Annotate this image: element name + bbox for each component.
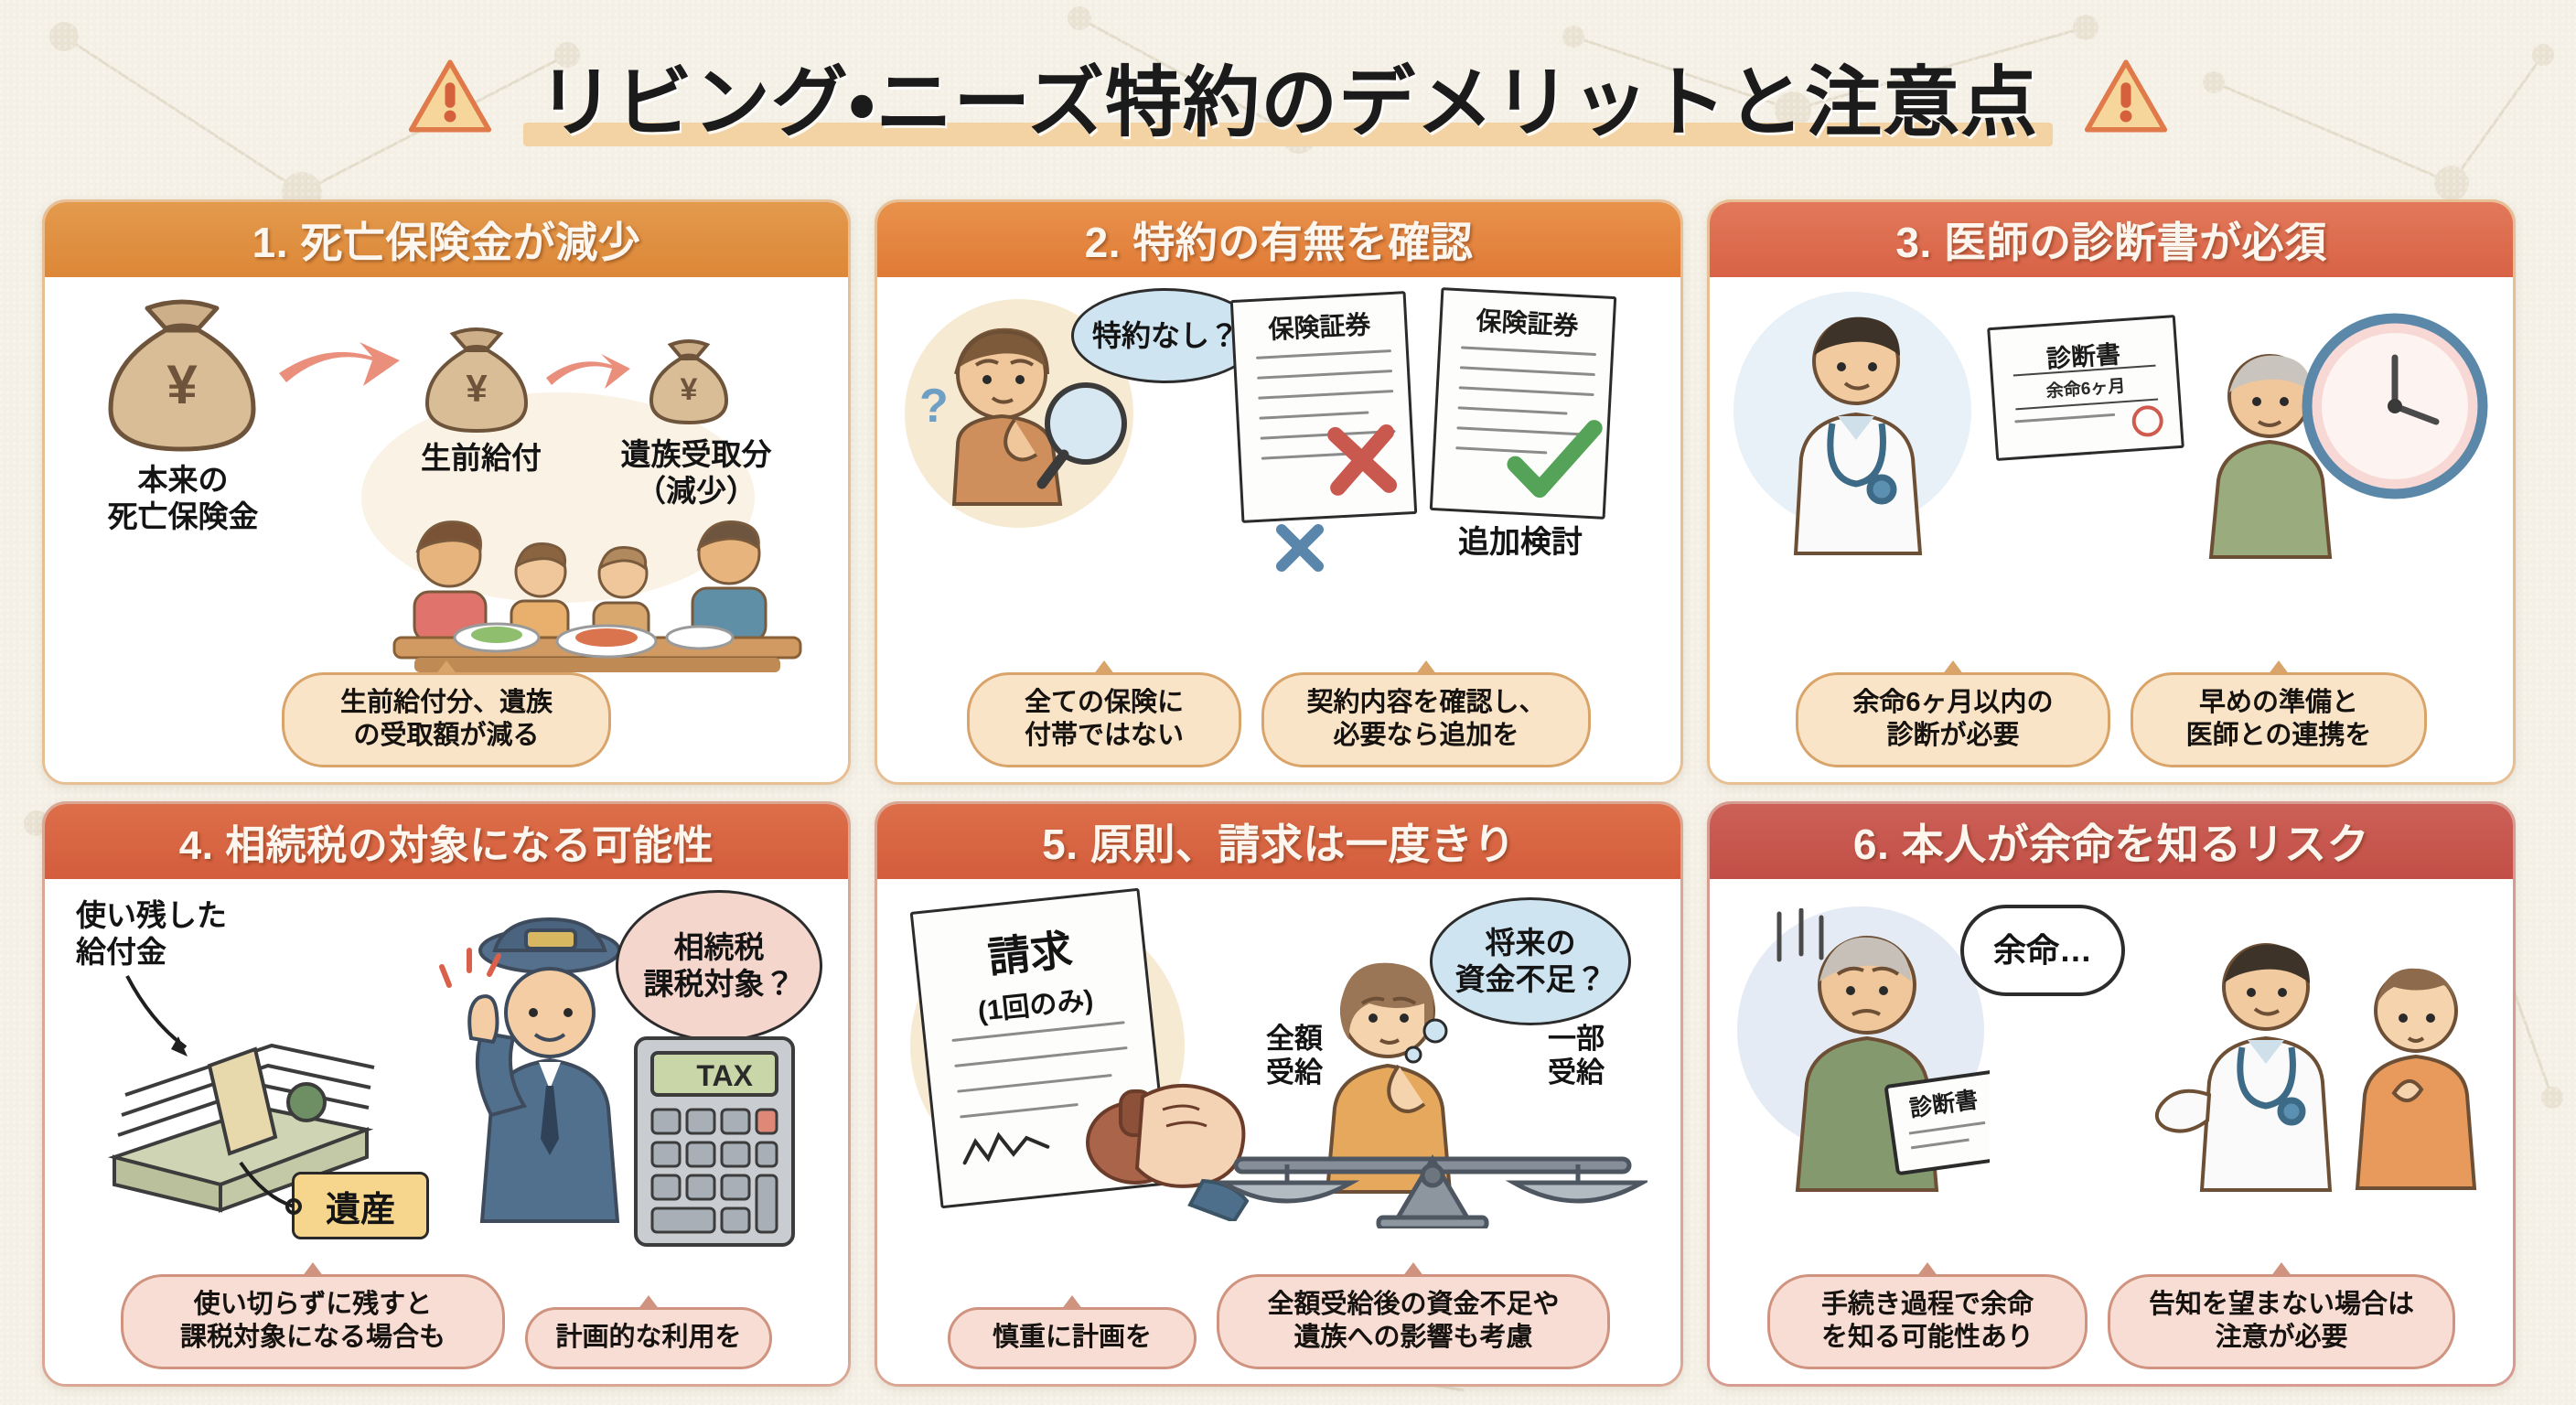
svg-text:¥: ¥	[681, 372, 698, 407]
card-1-label-living-benefit: 生前給付	[421, 441, 542, 475]
cards-grid: 1. 死亡保険金が減少 ¥ ¥	[42, 199, 2534, 1387]
card-5-callouts: 慎重に計画を 全額受給後の資金不足や 遺族への影響も考慮	[877, 1262, 1680, 1371]
official-seal-icon	[2131, 405, 2163, 437]
family-member-illustration	[2355, 968, 2477, 1190]
card-6-header: 6. 本人が余命を知るリスク	[1710, 804, 2513, 879]
card-2-header: 2. 特約の有無を確認	[877, 202, 1680, 277]
family-dining-illustration	[392, 520, 802, 672]
card-4-label-leftover: 使い残した 給付金	[76, 898, 227, 969]
policy-document-2-title: 保険証券	[1475, 306, 1580, 341]
card-4-title: 4. 相続税の対象になる可能性	[178, 823, 714, 868]
card-1-label-original: 本来の 死亡保険金	[107, 463, 259, 533]
warning-triangle-icon	[408, 59, 491, 133]
warning-triangle-icon-right	[2085, 59, 2168, 133]
claim-form-document: 請求 (1回のみ)	[909, 887, 1171, 1209]
card-6-callout-1: 手続き過程で余命 を知る可能性あり	[1767, 1262, 2088, 1369]
card-4-callout-1: 使い切らずに残すと 課税対象になる場合も	[121, 1262, 505, 1369]
tag-string	[239, 1161, 302, 1215]
card-6-callouts: 手続き過程で余命 を知る可能性あり 告知を望まない場合は 注意が必要	[1710, 1262, 2513, 1371]
svg-text:?: ?	[919, 380, 949, 433]
policy-document-2: 保険証券	[1429, 287, 1617, 520]
card-5-thought-bubble: 将来の 資金不足？	[1430, 897, 1631, 1025]
clock-icon	[2302, 313, 2488, 499]
calculator-tax-icon: TAX	[634, 1036, 795, 1247]
card-3-callout-2: 早めの準備と 医師との連携を	[2131, 660, 2427, 767]
card-6-callout-2: 告知を望まない場合は 注意が必要	[2108, 1262, 2455, 1369]
card-2-callout-2: 契約内容を確認し、 必要なら追加を	[1261, 660, 1591, 767]
doctor-explaining-illustration	[2154, 943, 2333, 1192]
card-6-illustration: 診断書 余命…	[1724, 885, 2498, 1274]
card-6-title: 6. 本人が余命を知るリスク	[1852, 820, 2370, 868]
card-2-body: ? 特約なし？ 保険証券 保	[877, 277, 1680, 782]
card-2-check-rider-existence: 2. 特約の有無を確認	[875, 199, 1683, 785]
card-1-title: 1. 死亡保険金が減少	[252, 219, 641, 266]
cross-mark-blue-icon	[1276, 524, 1324, 572]
card-2-callouts: 全ての保険に 付帯ではない 契約内容を確認し、 必要なら追加を	[877, 660, 1680, 769]
signature-scribble-icon	[962, 1132, 1050, 1165]
card-3-title: 3. 医師の診断書が必須	[1895, 219, 2327, 266]
card-6-thought-bubble: 余命…	[1960, 905, 2125, 996]
balance-scale-icon	[1218, 1154, 1648, 1228]
card-1-header: 1. 死亡保険金が減少	[45, 202, 848, 277]
money-bag-small-icon: ¥	[649, 339, 729, 425]
medical-certificate-document: 診断書 余命6ヶ月	[1987, 314, 2184, 462]
card-5-callout-1: 慎重に計画を	[948, 1295, 1197, 1369]
card-1-callouts: 生前給付分、遺族 の受取額が減る	[45, 660, 848, 769]
card-4-callouts: 使い切らずに残すと 課税対象になる場合も 計画的な利用を	[45, 1262, 848, 1371]
policy-document-1: 保険証券	[1229, 291, 1418, 523]
card-5-body: 請求 (1回のみ)	[877, 879, 1680, 1384]
card-6-patient-learns-prognosis-risk: 6. 本人が余命を知るリスク	[1707, 801, 2516, 1387]
card-2-illustration: ? 特約なし？ 保険証券 保	[892, 283, 1666, 672]
card-1-label-survivor-share: 遺族受取分 （減少）	[620, 437, 772, 508]
arrow-right-small-icon	[546, 354, 630, 389]
svg-text:¥: ¥	[466, 367, 488, 410]
card-3-callout-1: 余命6ヶ月以内の 診断が必要	[1796, 660, 2110, 767]
page-title-bar: リビング・ニーズ特約のデメリットと注意点	[0, 27, 2576, 165]
estate-tag-label: 遺産	[292, 1172, 429, 1239]
card-1-callout-1: 生前給付分、遺族 の受取額が減る	[282, 660, 611, 767]
card-1-illustration: ¥ ¥	[59, 283, 833, 672]
card-3-illustration: 診断書 余命6ヶ月	[1724, 283, 2498, 672]
card-2-callout-1: 全ての保険に 付帯ではない	[967, 660, 1241, 767]
money-bag-medium-icon: ¥	[424, 327, 529, 434]
card-5-callout-2: 全額受給後の資金不足や 遺族への影響も考慮	[1217, 1262, 1610, 1369]
card-3-header: 3. 医師の診断書が必須	[1710, 202, 2513, 277]
person-with-magnifier-illustration: ?	[919, 327, 1127, 506]
card-4-header: 4. 相続税の対象になる可能性	[45, 804, 848, 879]
cross-mark-red-icon	[1327, 424, 1398, 496]
card-5-header: 5. 原則、請求は一度きり	[877, 804, 1680, 879]
check-mark-green-icon	[1507, 420, 1603, 499]
calculator-display-text: TAX	[696, 1059, 753, 1092]
card-2-title: 2. 特約の有無を確認	[1084, 219, 1474, 266]
card-1-death-benefit-reduction: 1. 死亡保険金が減少 ¥ ¥	[42, 199, 851, 785]
card-5-title: 5. 原則、請求は一度きり	[1042, 820, 1516, 868]
page-title: リビング・ニーズ特約のデメリットと注意点	[522, 41, 2054, 152]
hand-with-stamp-illustration	[1086, 1084, 1250, 1221]
card-2-label-additional: 追加検討	[1458, 525, 1583, 560]
card-4-officer-bubble: 相続税 課税対象？	[616, 890, 822, 1042]
card-4-body: 使い残した 給付金	[45, 879, 848, 1384]
card-6-body: 診断書 余命…	[1710, 879, 2513, 1384]
card-3-doctor-certificate-required: 3. 医師の診断書が必須	[1707, 199, 2516, 785]
arrow-right-large-icon	[279, 342, 400, 386]
doctor-illustration	[1793, 316, 1923, 555]
svg-text:¥: ¥	[166, 354, 198, 415]
money-bag-large-icon: ¥	[108, 299, 256, 452]
card-3-callouts: 余命6ヶ月以内の 診断が必要 早めの準備と 医師との連携を	[1710, 660, 2513, 769]
card-4-callout-2: 計画的な利用を	[525, 1295, 772, 1369]
worried-elderly-man-illustration: 診断書	[1776, 908, 1990, 1192]
card-5-label-full-receipt: 全額 受給	[1266, 1023, 1323, 1089]
policy-document-1-title: 保険証券	[1267, 310, 1372, 345]
card-5-illustration: 請求 (1回のみ)	[892, 885, 1666, 1274]
card-4-inheritance-tax-possibility: 4. 相続税の対象になる可能性 使い残した 給付金	[42, 801, 851, 1387]
card-1-body: ¥ ¥	[45, 277, 848, 782]
card-2-thought-bubble: 特約なし？	[1071, 288, 1260, 383]
card-5-label-partial-receipt: 一部 受給	[1548, 1023, 1605, 1089]
tax-officer-illustration	[439, 917, 621, 1223]
card-3-body: 診断書 余命6ヶ月	[1710, 277, 2513, 782]
elderly-person-illustration	[2208, 354, 2333, 559]
card-4-illustration: 使い残した 給付金	[59, 885, 833, 1274]
thought-bubble-dots	[1404, 1018, 1448, 1064]
card-5-claim-once-only: 5. 原則、請求は一度きり 請求 (1回のみ)	[875, 801, 1683, 1387]
